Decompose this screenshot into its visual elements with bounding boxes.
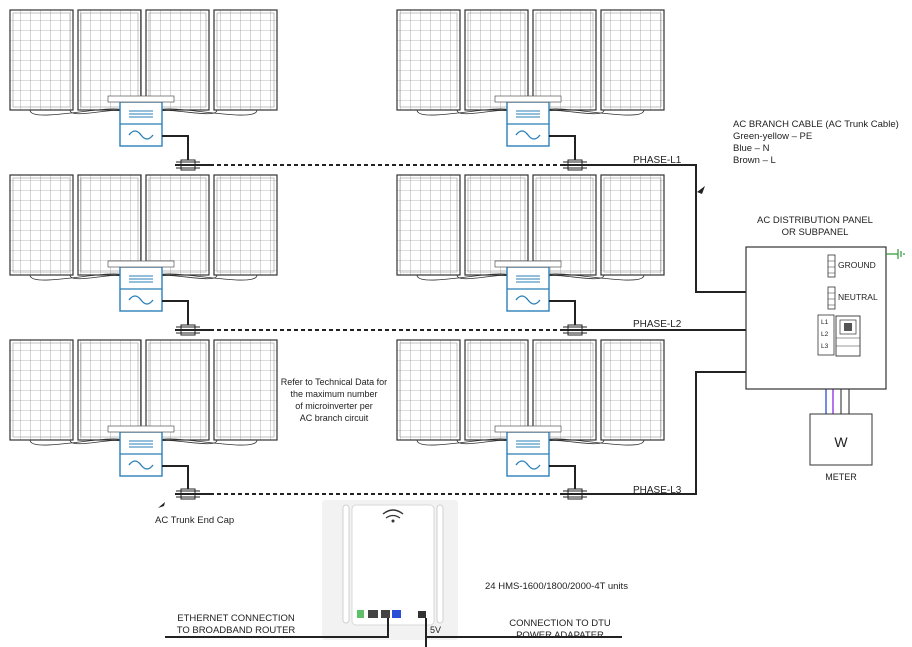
note-line-2: the maximum number	[290, 389, 377, 399]
solar-panel	[396, 174, 461, 276]
meter-label: METER	[825, 472, 857, 482]
neutral-label: NEUTRAL	[838, 292, 878, 302]
meter-symbol: W	[834, 434, 848, 450]
solar-panel	[9, 174, 74, 276]
phase-l1-label: PHASE-L1	[633, 155, 682, 166]
solar-panel	[77, 339, 142, 441]
dtu-ports	[357, 610, 426, 618]
solar-array-group	[396, 174, 665, 336]
solar-panel	[145, 174, 210, 276]
solar-panel	[600, 339, 665, 441]
note-line-3: of microinverter per	[295, 401, 373, 411]
panel-title-line2: OR SUBPANEL	[782, 227, 849, 238]
drop-cable	[549, 300, 576, 325]
phase-l1-feed	[600, 164, 760, 293]
end-cap-arrow-icon	[158, 502, 165, 508]
solar-panel	[464, 9, 529, 111]
drop-cable	[162, 135, 189, 160]
solar-array-group	[9, 9, 278, 171]
terminal-l3: L3	[821, 343, 829, 350]
ethernet-label-line1: ETHERNET CONNECTION	[177, 613, 295, 624]
microinverter	[107, 260, 175, 312]
power-cable	[425, 618, 622, 647]
solar-panel	[145, 9, 210, 111]
cable-legend: AC BRANCH CABLE (AC Trunk Cable) Green-y…	[733, 119, 899, 166]
solar-panel	[532, 174, 597, 276]
terminal-l2: L2	[821, 331, 829, 338]
drop-cable	[549, 135, 576, 160]
ac-wave-icon	[128, 295, 154, 305]
solar-array-group	[9, 174, 278, 336]
solar-panel	[213, 174, 278, 276]
drop-cable	[162, 300, 189, 325]
legend-title: AC BRANCH CABLE (AC Trunk Cable)	[733, 119, 899, 130]
ethernet-label-line2: TO BROADBAND ROUTER	[177, 625, 296, 636]
ground-label: GROUND	[838, 260, 876, 270]
microinverter	[494, 425, 562, 477]
neutral-bar	[827, 286, 836, 310]
solar-array-group	[396, 9, 665, 171]
phase-l2-label: PHASE-L2	[633, 319, 682, 330]
solar-panel	[464, 174, 529, 276]
solar-panel	[532, 339, 597, 441]
solar-array-group	[9, 339, 278, 500]
microinverter	[494, 95, 562, 147]
power-label-line2: POWER ADAPATER	[516, 630, 604, 641]
solar-panel	[600, 174, 665, 276]
dtu-antenna-left	[342, 504, 350, 624]
phase-l3-label: PHASE-L3	[633, 485, 682, 496]
ac-wave-icon	[515, 460, 541, 470]
solar-arrays	[9, 9, 665, 500]
ground-bar	[827, 254, 836, 278]
note-line-1: Refer to Technical Data for	[281, 377, 387, 387]
microinverter	[107, 95, 175, 147]
legend-line-pe: Green-yellow – PE	[733, 131, 812, 142]
solar-panel	[9, 339, 74, 441]
solar-panel	[213, 9, 278, 111]
units-label: 24 HMS-1600/1800/2000-4T units	[485, 581, 628, 592]
ac-wave-icon	[128, 130, 154, 140]
solar-panel	[600, 9, 665, 111]
solar-panel	[396, 9, 461, 111]
ethernet-cable	[165, 618, 389, 638]
dtu-device	[322, 500, 458, 640]
ac-wave-icon	[128, 460, 154, 470]
panel-title-line1: AC DISTRIBUTION PANEL	[757, 215, 873, 226]
ac-wave-icon	[515, 130, 541, 140]
power-label-line1: CONNECTION TO DTU	[509, 618, 611, 629]
solar-panel	[77, 174, 142, 276]
dtu-wifi-icon	[382, 509, 404, 515]
terminal-l1: L1	[821, 319, 829, 326]
solar-panel	[396, 339, 461, 441]
solar-panel	[77, 9, 142, 111]
legend-line-n: Blue – N	[733, 143, 770, 154]
drop-cable	[162, 465, 189, 489]
dtu-voltage-label: 5V	[430, 625, 441, 635]
microinverter	[494, 260, 562, 312]
note-line-4: AC branch circuit	[300, 413, 369, 423]
ac-distribution-panel: GROUND NEUTRAL L1 L2 L3	[745, 246, 905, 390]
drop-cable	[549, 465, 576, 489]
microinverter	[107, 425, 175, 477]
dtu-body	[351, 504, 435, 626]
end-cap-label: AC Trunk End Cap	[155, 515, 234, 526]
solar-panel	[532, 9, 597, 111]
cable-arrow-icon	[697, 186, 705, 194]
solar-panel	[213, 339, 278, 441]
technical-note: Refer to Technical Data for the maximum …	[281, 377, 387, 423]
phase-l3-feed	[600, 371, 760, 495]
solar-panel	[9, 9, 74, 111]
solar-panel	[145, 339, 210, 441]
ac-wave-icon	[515, 295, 541, 305]
legend-line-l: Brown – L	[733, 155, 776, 166]
solar-panel	[464, 339, 529, 441]
dtu-antenna-right	[436, 504, 444, 624]
line-terminal-block	[817, 314, 835, 356]
solar-array-group	[396, 339, 665, 500]
energy-meter: W METER	[809, 413, 873, 482]
